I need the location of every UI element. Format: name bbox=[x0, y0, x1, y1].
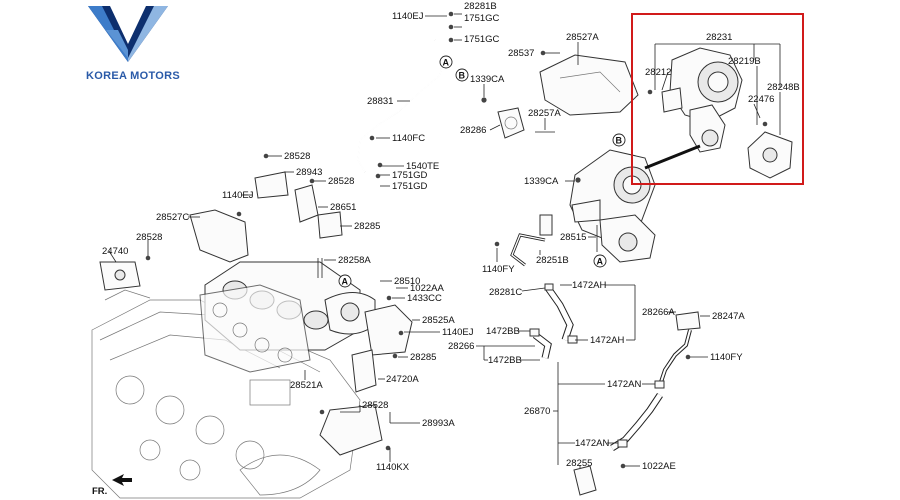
svg-text:A: A bbox=[597, 257, 604, 267]
label-28258A: 28258A bbox=[338, 255, 371, 266]
front-arrow-icon bbox=[112, 474, 132, 486]
label-1140FC: 1140FC bbox=[392, 133, 425, 144]
label-1140FY-a: 1140FY bbox=[482, 264, 515, 275]
label-28212: 28212 bbox=[645, 67, 671, 78]
support-24720A bbox=[351, 349, 377, 393]
label-28257A: 28257A bbox=[528, 108, 561, 119]
label-24720A: 24720A bbox=[386, 374, 419, 385]
label-22476: 22476 bbox=[748, 94, 774, 105]
actuator-28248B bbox=[747, 131, 793, 179]
label-1140KX: 1140KX bbox=[376, 462, 410, 473]
gasket-28247A bbox=[675, 311, 701, 331]
label-28255: 28255 bbox=[566, 458, 592, 469]
label-1472AN-a: 1472AN bbox=[607, 379, 641, 390]
label-28525A: 28525A bbox=[422, 315, 455, 326]
label-1472BB-a: 1472BB bbox=[486, 326, 520, 337]
label-1540TE: 1540TE bbox=[406, 161, 439, 172]
marker-b-top: B bbox=[455, 68, 469, 82]
label-1339CA-a: 1339CA bbox=[470, 74, 505, 85]
label-28521A: 28521A bbox=[290, 380, 323, 391]
label-28285-a: 28285 bbox=[354, 221, 380, 232]
label-1472BB-b: 1472BB bbox=[488, 355, 522, 366]
marker-a-left: A bbox=[338, 274, 352, 288]
label-28251B: 28251B bbox=[536, 255, 569, 266]
label-28285-b: 28285 bbox=[410, 352, 436, 363]
label-24740: 24740 bbox=[102, 246, 128, 257]
marker-b-mid: B bbox=[612, 133, 626, 147]
label-28528-d: 28528 bbox=[362, 400, 388, 411]
turbocharger-28231 bbox=[661, 47, 743, 153]
label-28943: 28943 bbox=[296, 167, 322, 178]
marker-a-top: A bbox=[439, 55, 453, 69]
label-28286: 28286 bbox=[460, 125, 486, 136]
heat-shield-28525A bbox=[364, 304, 413, 356]
highlight-pointer bbox=[644, 144, 701, 170]
brand-name: KOREA MOTORS bbox=[86, 70, 180, 82]
hose-clamp-icons bbox=[529, 283, 665, 448]
label-28993A: 28993A bbox=[422, 418, 455, 429]
front-label: FR. bbox=[92, 486, 107, 497]
label-28510: 28510 bbox=[394, 276, 420, 287]
svg-text:B: B bbox=[459, 71, 466, 81]
heat-shield-28527A bbox=[539, 54, 639, 116]
bolt-icons bbox=[145, 11, 768, 469]
korea-motors-logo bbox=[88, 6, 168, 62]
label-28831: 28831 bbox=[367, 96, 393, 107]
bracket-28993A bbox=[319, 404, 383, 456]
label-1751GD-a: 1751GD bbox=[392, 170, 428, 181]
fitting-28255 bbox=[573, 465, 597, 496]
label-28527C: 28527C bbox=[156, 212, 189, 223]
bracket-28651 bbox=[294, 184, 319, 223]
label-1472AH-a: 1472AH bbox=[572, 280, 606, 291]
label-28247A: 28247A bbox=[712, 311, 745, 322]
label-28528-c: 28528 bbox=[136, 232, 162, 243]
label-28219B: 28219B bbox=[728, 56, 761, 67]
svg-text:B: B bbox=[616, 136, 623, 146]
gasket-28286 bbox=[497, 107, 525, 139]
label-28528-a: 28528 bbox=[284, 151, 310, 162]
label-28515: 28515 bbox=[560, 232, 586, 243]
gasket-28285 bbox=[317, 211, 343, 239]
label-1472AH-b: 1472AH bbox=[590, 335, 624, 346]
label-1140EJ-c: 1140EJ bbox=[442, 327, 474, 338]
label-1022AE: 1022AE bbox=[642, 461, 676, 472]
label-28527A: 28527A bbox=[566, 32, 599, 43]
gasket-28251B bbox=[539, 214, 553, 236]
label-28281B: 28281B bbox=[464, 1, 497, 12]
label-1140FY-b: 1140FY bbox=[710, 352, 743, 363]
manifold-gasket bbox=[199, 284, 311, 373]
label-1339CA-b: 1339CA bbox=[524, 176, 559, 187]
label-1751GC-a: 1751GC bbox=[464, 13, 500, 24]
label-28281C: 28281C bbox=[489, 287, 522, 298]
heat-shield-28527C bbox=[189, 209, 249, 263]
label-28266A: 28266A bbox=[642, 307, 675, 318]
label-1140EJ-a: 1140EJ bbox=[392, 11, 424, 22]
label-28231: 28231 bbox=[706, 32, 732, 43]
label-28248B: 28248B bbox=[767, 82, 800, 93]
turbocharger-assembly-main bbox=[569, 149, 656, 263]
label-1751GD-b: 1751GD bbox=[392, 181, 428, 192]
bracket-28943 bbox=[254, 171, 289, 199]
label-1433CC: 1433CC bbox=[407, 293, 442, 304]
label-1472AN-b: 1472AN bbox=[575, 438, 609, 449]
label-1140EJ-b: 1140EJ bbox=[222, 190, 254, 201]
label-26870: 26870 bbox=[524, 406, 550, 417]
label-28266: 28266 bbox=[448, 341, 474, 352]
bracket-hole bbox=[114, 269, 126, 281]
svg-text:A: A bbox=[342, 277, 349, 287]
pipe-28266A bbox=[658, 329, 692, 386]
label-28537: 28537 bbox=[508, 48, 534, 59]
label-28528-b: 28528 bbox=[328, 176, 354, 187]
highlight-frame bbox=[631, 13, 804, 185]
marker-a-mid: A bbox=[593, 254, 607, 268]
label-1022AA: 1022AA bbox=[410, 283, 444, 294]
label-28651: 28651 bbox=[330, 202, 356, 213]
leader-lines bbox=[108, 13, 781, 468]
label-1751GC-b: 1751GC bbox=[464, 34, 500, 45]
svg-text:A: A bbox=[443, 58, 450, 68]
